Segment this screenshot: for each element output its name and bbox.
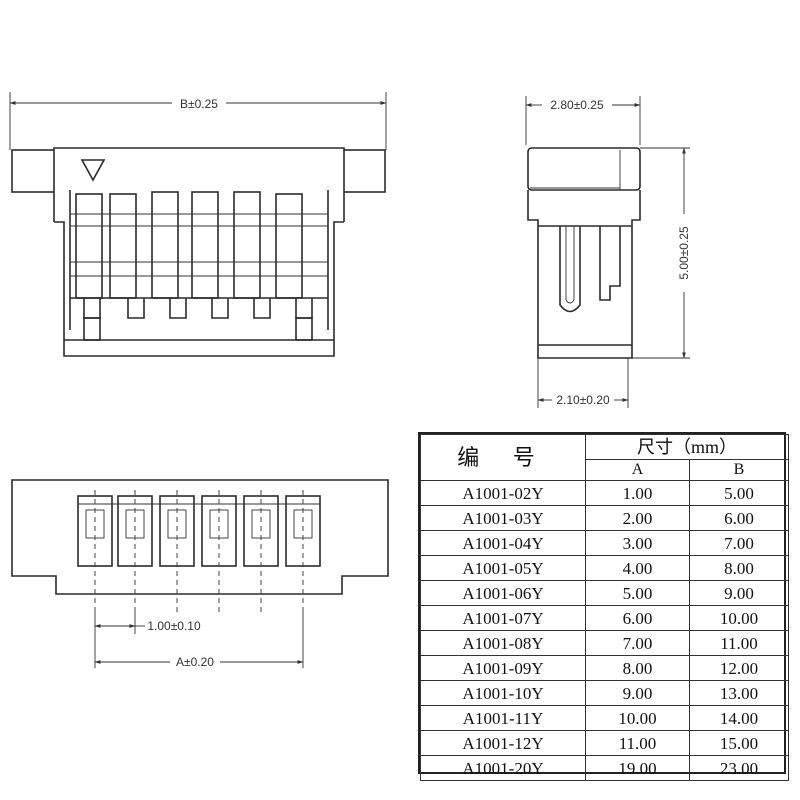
table-cell-a: 6.00 [585, 605, 690, 631]
pin1-triangle-icon [80, 159, 106, 182]
table-cell-code: A1001-04Y [420, 530, 586, 556]
bottom-view: 1.00±0.10 A±0.20 [11, 479, 389, 669]
table-cell-b: 14.00 [688, 705, 790, 731]
table-cell-a: 10.00 [585, 705, 690, 731]
dim-side-height-label: 5.00±0.25 [677, 226, 691, 280]
table-cell-b: 10.00 [688, 605, 790, 631]
dim-side-height: 5.00±0.25 [632, 147, 691, 359]
table-cell-code: A1001-20Y [420, 755, 586, 781]
table-cell-b: 23.00 [688, 755, 790, 781]
table-header-a: A [585, 459, 690, 481]
table-header-b: B [688, 459, 790, 481]
dim-span: A±0.20 [94, 612, 304, 669]
table-cell-code: A1001-12Y [420, 730, 586, 756]
table-cell-a: 19.00 [585, 755, 690, 781]
front-view: B±0.25 [9, 92, 387, 357]
dim-side-width-label: 2.80±0.25 [550, 98, 604, 112]
table-cell-b: 7.00 [688, 530, 790, 556]
table-cell-a: 4.00 [585, 555, 690, 581]
table-header-code: 编 号 [420, 434, 586, 481]
table-cell-a: 8.00 [585, 655, 690, 681]
table-cell-a: 9.00 [585, 680, 690, 706]
table-cell-a: 11.00 [585, 730, 690, 756]
table-cell-code: A1001-05Y [420, 555, 586, 581]
table-cell-code: A1001-09Y [420, 655, 586, 681]
table-cell-b: 6.00 [688, 505, 790, 531]
table-cell-b: 15.00 [688, 730, 790, 756]
table-cell-code: A1001-07Y [420, 605, 586, 631]
front-contact-slots [70, 191, 328, 341]
table-cell-code: A1001-11Y [420, 705, 586, 731]
dim-pitch-label: 1.00±0.10 [147, 619, 201, 633]
dim-span-label: A±0.20 [176, 655, 214, 669]
table-cell-a: 2.00 [585, 505, 690, 531]
table-cell-code: A1001-10Y [420, 680, 586, 706]
table-cell-a: 5.00 [585, 580, 690, 606]
table-cell-a: 3.00 [585, 530, 690, 556]
dim-b: B±0.25 [9, 92, 387, 150]
table-cell-code: A1001-06Y [420, 580, 586, 606]
dim-side-base: 2.10±0.20 [537, 358, 629, 408]
table-cell-b: 9.00 [688, 580, 790, 606]
dim-pitch: 1.00±0.10 [94, 612, 201, 668]
table-cell-a: 1.00 [585, 480, 690, 506]
table-cell-b: 13.00 [688, 680, 790, 706]
table-header-size: 尺寸（mm） [584, 434, 790, 460]
dim-b-label: B±0.25 [180, 97, 218, 111]
side-view: 2.80±0.25 5.00±0.25 2.10±0.20 [525, 96, 691, 408]
bottom-contacts [77, 490, 321, 612]
table-cell-b: 8.00 [688, 555, 790, 581]
dim-side-width: 2.80±0.25 [525, 96, 641, 145]
table-cell-a: 7.00 [585, 630, 690, 656]
table-cell-code: A1001-03Y [420, 505, 586, 531]
table-cell-b: 12.00 [688, 655, 790, 681]
table-cell-code: A1001-08Y [420, 630, 586, 656]
table-cell-code: A1001-02Y [420, 480, 586, 506]
table-cell-b: 11.00 [688, 630, 790, 656]
table-cell-b: 5.00 [688, 480, 790, 506]
dim-side-base-label: 2.10±0.20 [556, 393, 610, 407]
